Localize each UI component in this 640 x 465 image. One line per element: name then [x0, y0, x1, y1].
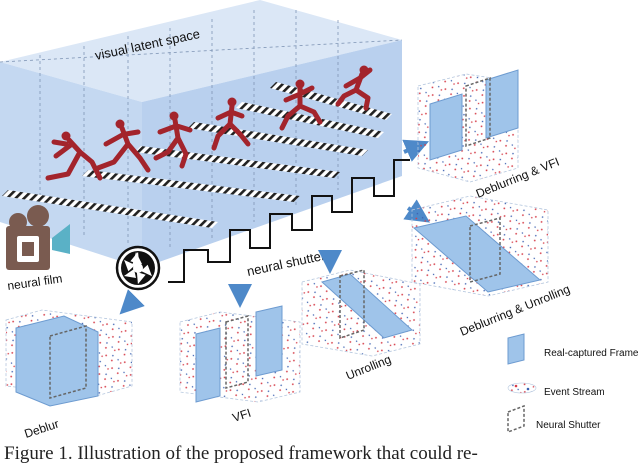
vfi-panel: VFI [179, 305, 301, 425]
legend-frame-swatch [507, 333, 525, 365]
runner-figure [153, 111, 193, 169]
neural-shutter-waveform [168, 159, 410, 283]
real-captured-frame [485, 69, 519, 139]
real-captured-frame [195, 327, 221, 403]
deblurring-unrolling-panel: Deblurring & Unrolling [411, 195, 572, 339]
legend-shutter-swatch [507, 404, 525, 434]
unrolling-panel: Unrolling [301, 269, 421, 383]
legend: Real-captured Frame Event Stream Neural … [507, 333, 639, 434]
neural-shutter-frame [339, 269, 365, 340]
motion-stripe [82, 170, 300, 202]
figure-caption: Figure 1. Illustration of the proposed f… [4, 443, 478, 464]
real-captured-frame [255, 305, 283, 377]
legend-shutter-label: Neural Shutter [536, 420, 601, 431]
legend-event-swatch [507, 382, 537, 394]
runner-figure [45, 131, 103, 181]
unrolling-label: Unrolling [344, 352, 393, 383]
vfi-label: VFI [231, 406, 253, 425]
real-captured-frame [429, 93, 463, 161]
latent-space-top-face [0, 0, 402, 102]
neural-film-label: neural film [6, 271, 63, 293]
runner-figure [335, 65, 373, 111]
legend-frame-label: Real-captured Frame [544, 348, 639, 359]
neural-shutter-frame [225, 315, 249, 389]
aperture-icon [115, 245, 161, 291]
runner-figure [211, 97, 251, 151]
arrow-to-deblurring-vfi [402, 139, 430, 162]
neural-shutter-frame [469, 217, 501, 283]
latent-space-side-face [142, 40, 402, 268]
runner-figure [279, 79, 323, 131]
real-captured-frame [15, 315, 99, 407]
legend-event-label: Event Stream [544, 387, 605, 398]
neural-shutter-label: neural shutter [246, 248, 328, 279]
deblur-label: Deblur [23, 417, 61, 441]
deblur-panel: Deblur [5, 309, 133, 441]
film-camera-icon [6, 205, 70, 270]
motion-stripe [236, 102, 384, 138]
neural-shutter-frame [49, 325, 87, 399]
motion-stripe [2, 190, 218, 228]
runner-figure [95, 119, 151, 173]
real-captured-frame [412, 215, 542, 293]
arrow-to-deblur [119, 289, 145, 315]
neural-shutter-frame [465, 76, 491, 148]
deblurring-vfi-panel: Deblurring & VFI [417, 69, 561, 201]
runner-sequence [45, 65, 373, 181]
